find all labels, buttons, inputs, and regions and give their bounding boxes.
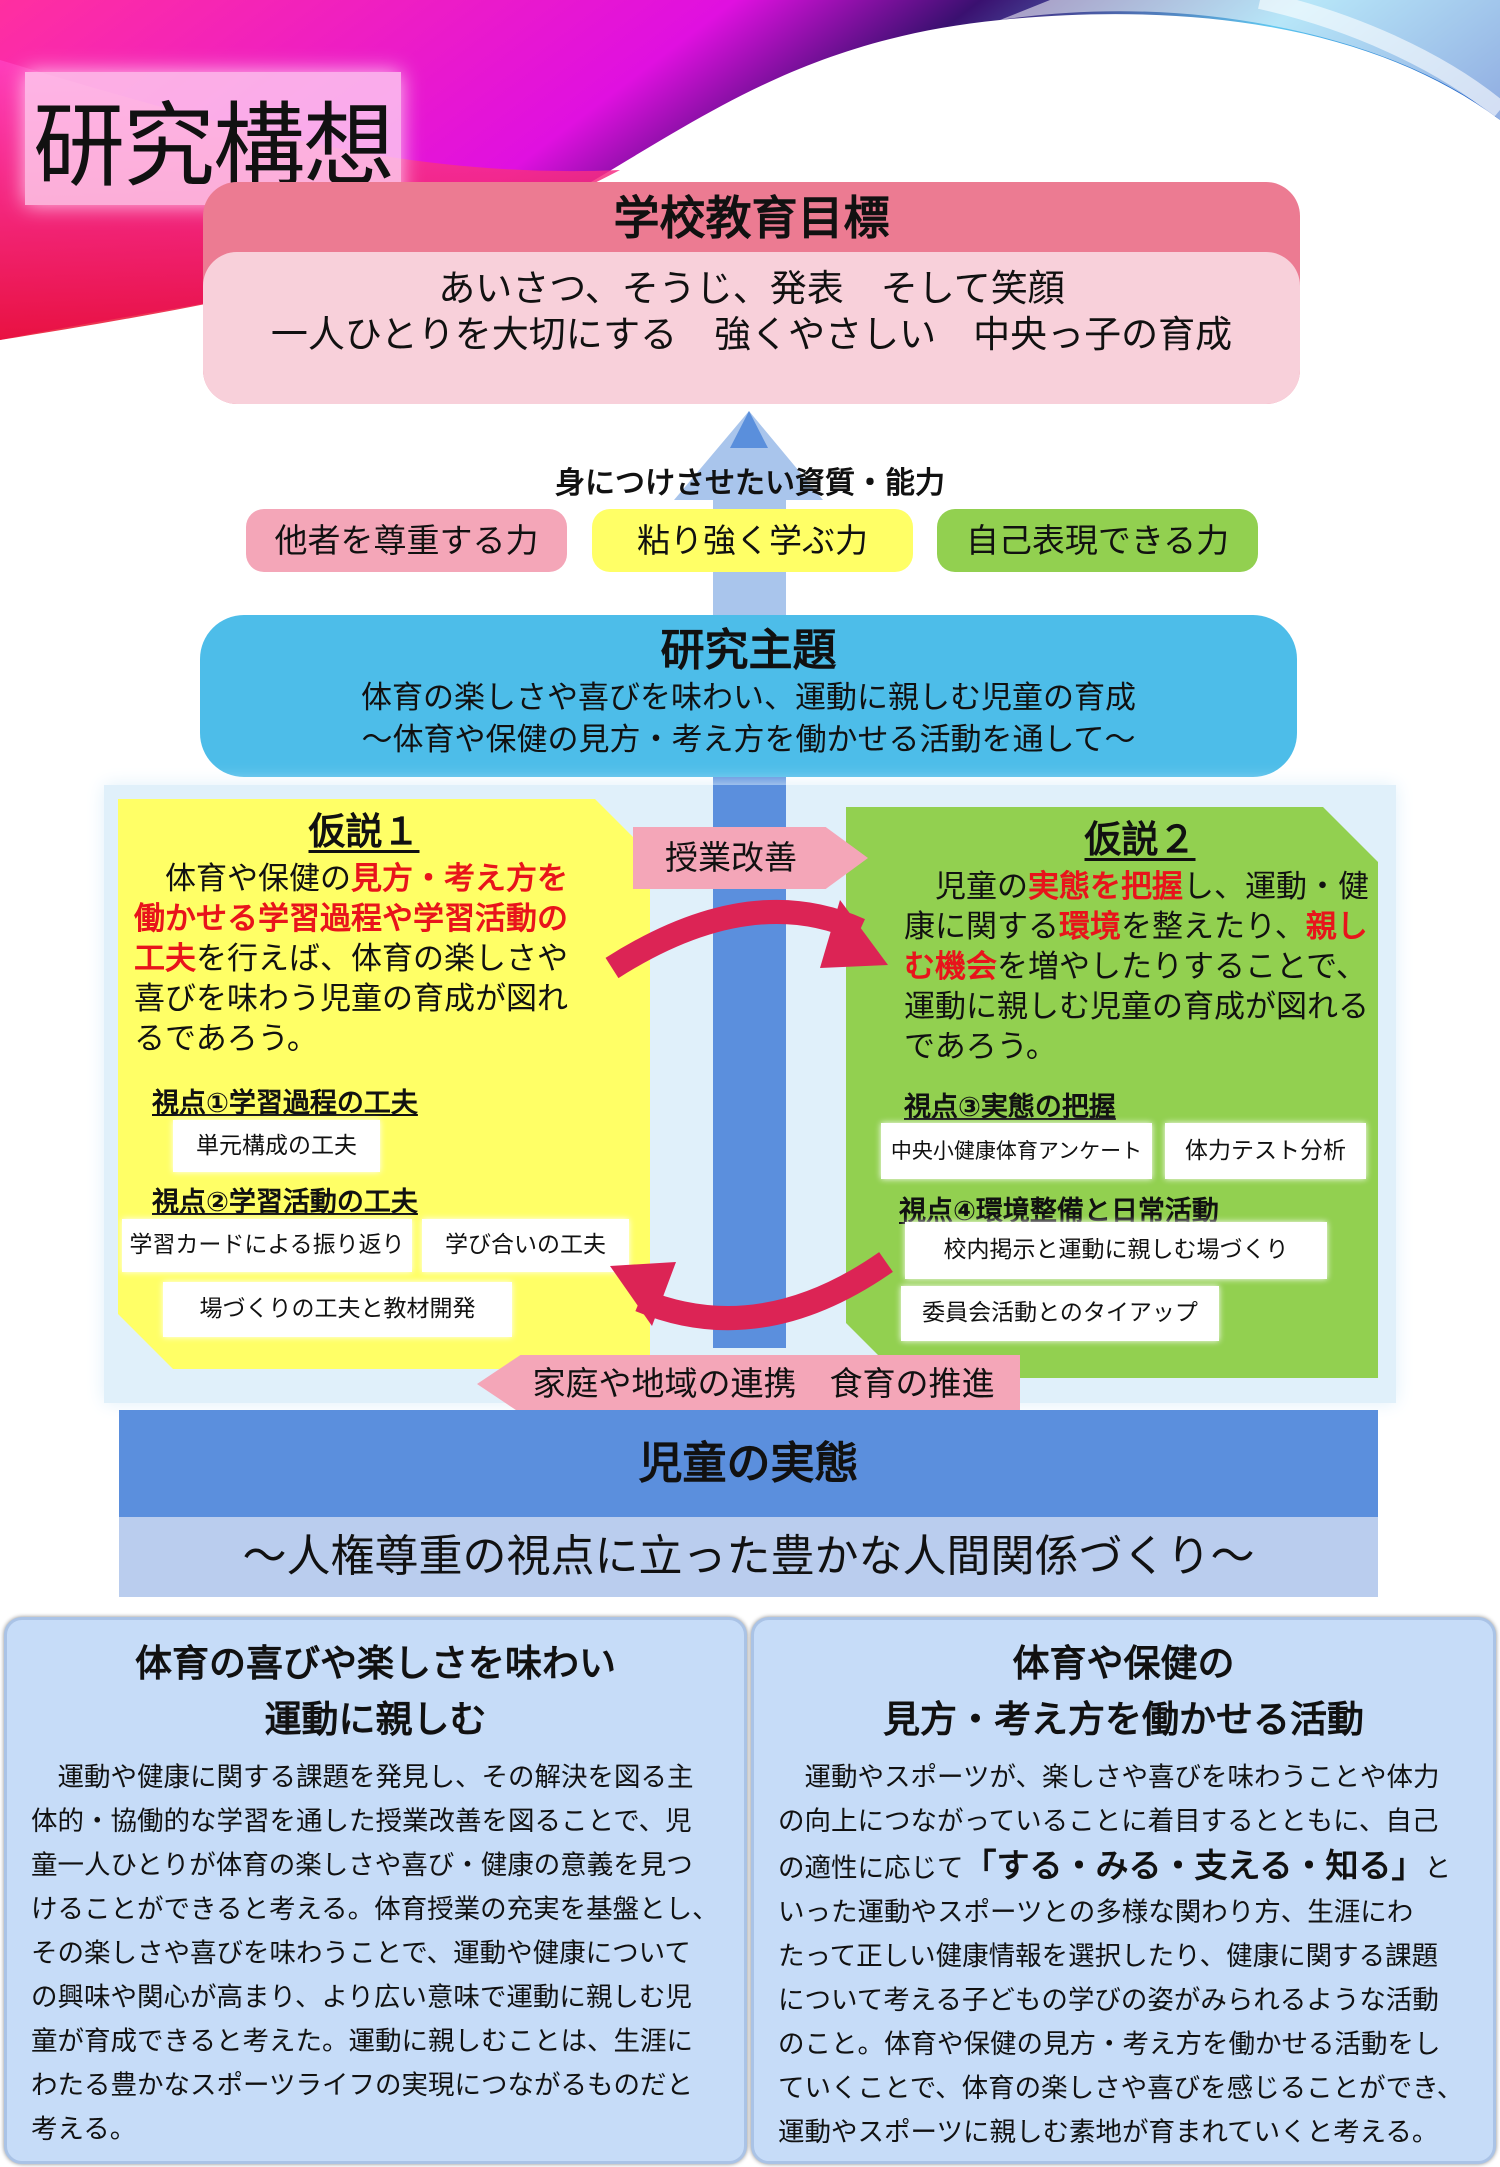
- text: と: [1424, 1853, 1452, 1884]
- line: 童が育成できると考えた。運動に親しむことは、生涯に: [31, 2026, 693, 2057]
- line: 童一人ひとりが体育の楽しさや喜び・健康の意義を見つ: [31, 1850, 693, 1881]
- text: を行えば、体育の楽しさや喜びを味わう児童の育成が図れるであろう。: [134, 941, 568, 1057]
- school-goal-line: 一人ひとりを大切にする 強くやさしい 中央っ子の育成: [270, 313, 1233, 356]
- line: 体的・協働的な学習を通した授業改善を図ることで、児: [31, 1806, 692, 1837]
- arrowhead-icon: [820, 900, 888, 968]
- text: 児童の: [904, 869, 1028, 905]
- line: その楽しさや喜びを味わうことで、運動や健康について: [31, 1938, 691, 1969]
- text: を増やしたりすることで、運動に親しむ児童の育成が図れるであろう。: [904, 949, 1369, 1065]
- school-goal-line: あいさつ、そうじ、発表 そして笑顔: [438, 267, 1065, 310]
- text: し、運動・健康に関する: [904, 869, 1369, 945]
- text: の適性に応じて: [778, 1853, 964, 1884]
- curved-arrow-left: [635, 1252, 893, 1331]
- text: 体育や保健の: [134, 861, 351, 897]
- text: 運動に親しむ: [264, 1698, 487, 1741]
- viewpoint-2: 視点②学習活動の工夫: [152, 1187, 418, 1218]
- line: いった運動やスポーツとの多様な関わり方、生涯にわ: [778, 1897, 1414, 1928]
- line: の興味や関心が高まり、より広い意味で運動に親しむ児: [31, 1982, 692, 2013]
- viewpoint-3: 視点③実態の把握: [904, 1092, 1116, 1123]
- text: 見方・考え方を働かせる活動: [883, 1698, 1364, 1741]
- item-box: 校内掲示と運動に親しむ場づくり: [905, 1222, 1327, 1279]
- hypothesis-1-box: 仮説１ 体育や保健の見方・考え方を働かせる学習過程や学習活動の工夫を行えば、体育…: [118, 799, 650, 1369]
- school-goal-box: 学校教育目標 あいさつ、そうじ、発表 そして笑顔 一人ひとりを大切にする 強くや…: [203, 182, 1300, 404]
- research-theme-heading: 研究主題: [660, 625, 837, 676]
- highlight-text: 実態を把握: [1028, 869, 1183, 905]
- hypothesis-2-text: 児童の実態を把握し、運動・健康に関する環境を整えたり、親しむ機会を増やしたりする…: [904, 867, 1374, 1067]
- box-paragraph: 運動や健康に関する課題を発見し、その解決を図る主体的・協働的な学習を通した授業改…: [7, 1748, 744, 2152]
- research-theme-line: 体育の楽しさや喜びを味わい、運動に親しむ児童の育成: [361, 680, 1136, 716]
- item-box: 中央小健康体育アンケート: [881, 1123, 1152, 1179]
- hypothesis-2-box: 仮説２ 児童の実態を把握し、運動・健康に関する環境を整えたり、親しむ機会を増やし…: [846, 807, 1378, 1378]
- hypothesis-1-title: 仮説１: [308, 810, 420, 853]
- research-theme-box: 研究主題 体育の楽しさや喜びを味わい、運動に親しむ児童の育成 ～体育や保健の見方…: [200, 615, 1297, 777]
- item-box: 学習カードによる振り返り: [122, 1219, 412, 1272]
- line: の適性に応じて「する・みる・支える・知る」と: [778, 1844, 1493, 1891]
- viewpoint-4: 視点④環境整備と日常活動: [899, 1196, 1219, 1227]
- line: ていくことで、体育の楽しさや喜びを感じることができ、: [778, 2073, 1464, 2104]
- text: を整えたり、: [1121, 909, 1306, 945]
- text: 体育の喜びや楽しさを味わい: [135, 1642, 616, 1685]
- item-box: 場づくりの工夫と教材開発: [163, 1282, 512, 1337]
- hypothesis-2-title: 仮説２: [1084, 818, 1196, 861]
- viewpoint-1: 視点①学習過程の工夫: [152, 1088, 418, 1119]
- abilities-label: 身につけさせたい資質・能力: [555, 466, 945, 501]
- line: の向上につながっていることに着目するとともに、自己: [778, 1806, 1439, 1837]
- line: 運動や健康に関する課題を発見し、その解決を図る主: [31, 1762, 694, 1793]
- children-state-heading: 児童の実態: [119, 1410, 1378, 1517]
- highlight-text: 親しむ機会: [904, 909, 1368, 985]
- ability-respect: 他者を尊重する力: [246, 509, 567, 572]
- highlight-text: 環境: [1059, 909, 1121, 945]
- item-box: 学び合いの工夫: [422, 1219, 629, 1272]
- school-goal-heading: 学校教育目標: [613, 191, 890, 245]
- children-state-subtitle: ～人権尊重の視点に立った豊かな人間関係づくり～: [119, 1517, 1378, 1597]
- perspective-activities-box: 体育や保健の見方・考え方を働かせる活動 運動やスポーツが、楽しさや喜びを味わうこ…: [751, 1617, 1496, 2164]
- enjoy-sports-box: 体育の喜びや楽しさを味わい運動に親しむ 運動や健康に関する課題を発見し、その解決…: [4, 1617, 747, 2164]
- line: 運動やスポーツが、楽しさや喜びを味わうことや体力: [778, 1762, 1440, 1793]
- item-box: 委員会活動とのタイアップ: [901, 1286, 1219, 1341]
- line: のこと。体育や保健の見方・考え方を働かせる活動をし: [778, 2029, 1441, 2060]
- line: わたる豊かなスポーツライフの実現につながるものだと: [31, 2070, 693, 2101]
- highlight-text: 見方・考え方を働かせる学習過程や学習活動の工夫: [134, 861, 568, 977]
- arrowhead-icon: [610, 1262, 676, 1326]
- lesson-improvement-arrow: 授業改善: [633, 827, 868, 889]
- cycle-arrows: [605, 899, 893, 1331]
- curved-arrow-right: [605, 899, 865, 979]
- ability-persistence: 粘り強く学ぶ力: [592, 509, 913, 572]
- hypothesis-1-text: 体育や保健の見方・考え方を働かせる学習過程や学習活動の工夫を行えば、体育の楽しさ…: [134, 859, 574, 1059]
- box-paragraph: 運動やスポーツが、楽しさや喜びを味わうことや体力の向上につながっていることに着目…: [754, 1748, 1493, 2155]
- box-heading: 体育の喜びや楽しさを味わい運動に親しむ: [7, 1636, 744, 1748]
- line: 考える。: [31, 2114, 137, 2145]
- line: 運動やスポーツに親しむ素地が育まれていくと考える。: [778, 2117, 1439, 2148]
- item-box: 単元構成の工夫: [173, 1120, 380, 1172]
- line: けることができると考える。体育授業の充実を基盤とし、: [31, 1894, 719, 1925]
- ability-expression: 自己表現できる力: [937, 509, 1258, 572]
- home-community-arrow: 家庭や地域の連携 食育の推進: [477, 1355, 1020, 1413]
- item-box: 体力テスト分析: [1165, 1123, 1366, 1179]
- school-goal-body: あいさつ、そうじ、発表 そして笑顔 一人ひとりを大切にする 強くやさしい 中央っ…: [203, 252, 1300, 404]
- line: について考える子どもの学びの姿がみられるような活動: [778, 1985, 1439, 2016]
- line: たって正しい健康情報を選択したり、健康に関する課題: [778, 1941, 1439, 1972]
- research-theme-subtitle: ～体育や保健の見方・考え方を働かせる活動を通して～: [361, 722, 1136, 758]
- box-heading: 体育や保健の見方・考え方を働かせる活動: [754, 1636, 1493, 1748]
- text: 体育や保健の: [1012, 1642, 1235, 1685]
- emphasis-text: 「する・みる・支える・知る」: [963, 1846, 1425, 1885]
